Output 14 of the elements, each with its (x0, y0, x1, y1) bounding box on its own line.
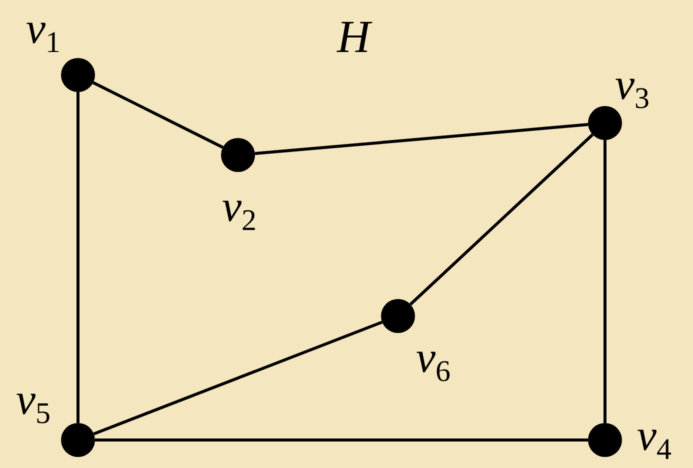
edge-line (409, 134, 594, 306)
edge-line (76, 92, 80, 423)
edge-line (254, 122, 588, 156)
vertex-label: v$_{2}$ (222, 185, 257, 236)
graph-title: H (337, 14, 370, 60)
vertex-label: v$_{1}$ (26, 7, 61, 58)
vertex-label: v$_{3}$ (615, 63, 650, 114)
vertex-label: v$_{5}$ (16, 378, 51, 429)
edge-line (93, 320, 383, 436)
vertex-label: v$_{4}$ (637, 414, 672, 465)
vertex-label: v$_{6}$ (416, 336, 451, 387)
edge-line (92, 81, 224, 149)
edge-line (604, 140, 606, 423)
edge-line (95, 438, 588, 442)
